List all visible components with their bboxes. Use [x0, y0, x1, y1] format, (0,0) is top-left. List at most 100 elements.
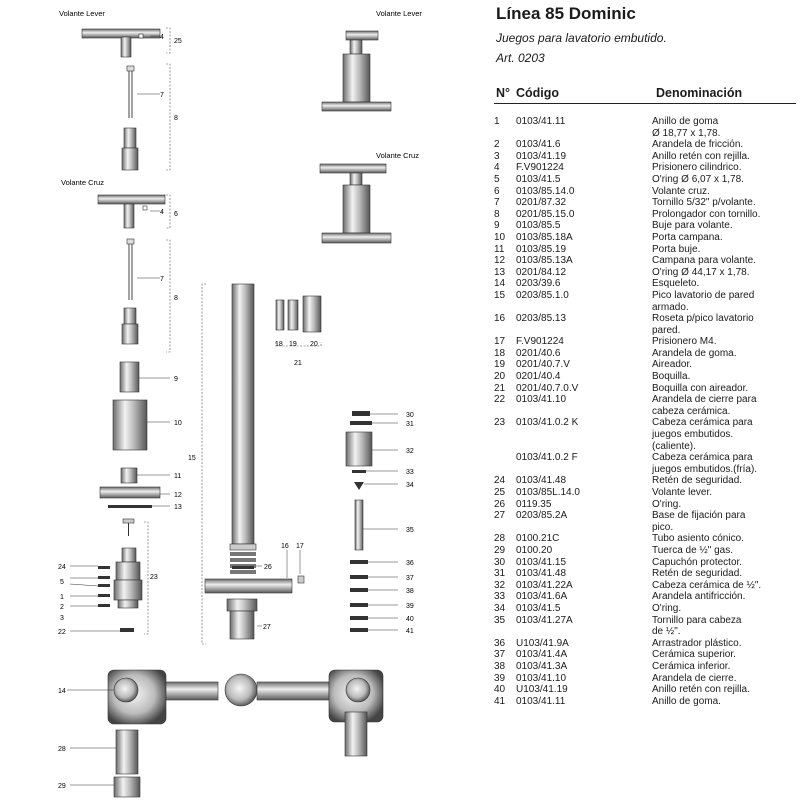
part-description: de ½". — [652, 626, 681, 638]
part-number — [494, 452, 516, 464]
table-row: armado. — [494, 302, 798, 314]
label-volante-cruz-assembled: Volante Cruz — [376, 151, 419, 160]
callout-3: 3 — [60, 615, 64, 622]
part-number: 41 — [494, 695, 506, 707]
callout-32: 32 — [406, 448, 414, 455]
part-number: 12 — [494, 255, 506, 267]
callout-17: 17 — [296, 543, 304, 550]
grub-screw-17 — [297, 575, 305, 584]
callout-33: 33 — [406, 469, 414, 476]
part-code: 0103/41.11 — [516, 116, 566, 127]
part-description: Boquilla. — [652, 371, 691, 383]
callout-8b: 8 — [174, 295, 178, 302]
label-volante-lever-assembled: Volante Lever — [376, 9, 422, 18]
part-number: 30 — [494, 556, 506, 568]
part-description: Anillo de goma. — [652, 695, 721, 707]
callout-28: 28 — [58, 746, 66, 753]
part-code: 0103/85L.14.0 — [516, 487, 580, 498]
part-number: 16 — [494, 313, 506, 325]
nut-29 — [113, 776, 141, 798]
callout-6: 6 — [174, 211, 178, 218]
part-description: Campana para volante. — [652, 255, 756, 267]
part-description: Prisionero cilindrico. — [652, 162, 742, 174]
part-number: 11 — [494, 243, 505, 255]
part-code — [516, 429, 652, 441]
callout-12: 12 — [174, 492, 182, 499]
part-code: 0201/40.4 — [516, 371, 561, 383]
part-description: Arandela de goma. — [652, 347, 737, 359]
ceramic-cartridge-23 — [113, 518, 143, 609]
callout-35: 35 — [406, 527, 414, 534]
brackets — [144, 27, 322, 645]
part-description: Tubo asiento cónico. — [652, 533, 744, 545]
part-description: Volante lever. — [652, 487, 713, 498]
part-description: Retén de seguridad. — [652, 568, 743, 580]
cross-handle — [97, 194, 166, 229]
part-description: Cabeza cerámica para — [652, 417, 753, 429]
part-code — [516, 522, 652, 534]
part-code — [516, 128, 652, 140]
part-code: 0203/85.2A — [516, 510, 568, 522]
callout-2: 2 — [60, 604, 64, 611]
part-description: Buje para volante. — [652, 220, 733, 232]
part-description: Aireador. — [652, 359, 693, 371]
exploded-parts-diagram: Volante Lever Volante Lever Volante Cruz… — [58, 9, 422, 798]
part-number — [494, 441, 516, 453]
part-number — [494, 325, 516, 337]
callout-34: 34 — [406, 482, 414, 489]
part-code: 0103/85.13A — [516, 255, 573, 267]
part-description: Pico lavatorio de pared — [652, 289, 755, 301]
part-number: 10 — [494, 231, 506, 243]
part-number: 20 — [494, 371, 506, 383]
cartridge-right — [345, 411, 373, 632]
callout-13: 13 — [174, 504, 182, 511]
part-number: 36 — [494, 637, 506, 649]
part-number: 23 — [494, 417, 506, 429]
part-description: Boquilla con aireador. — [652, 382, 749, 394]
part-number — [494, 522, 516, 534]
rosette-16 — [204, 578, 293, 594]
callout-30: 30 — [406, 412, 414, 419]
part-code: 0103/41.0.2 K — [516, 417, 579, 429]
part-number: 34 — [494, 602, 506, 614]
part-description: O'ring Ø 6,07 x 1,78. — [652, 173, 744, 185]
part-description: Base de fijación para — [652, 510, 746, 522]
part-description: cabeza cerámica. — [652, 405, 731, 417]
callout-36: 36 — [406, 560, 414, 567]
table-row: juegos embutidos.(fría). — [494, 464, 798, 476]
part-number — [494, 429, 516, 441]
table-row: de ½". — [494, 626, 798, 638]
part-description: Tornillo para cabeza — [652, 614, 742, 626]
table-row: pico. — [494, 522, 798, 534]
part-code: 0103/41.5 — [516, 602, 561, 614]
callout-41: 41 — [406, 628, 414, 635]
part-description: armado. — [652, 301, 689, 313]
part-number: 31 — [494, 568, 506, 580]
aerator-group-21 — [275, 295, 322, 333]
callout-11: 11 — [174, 473, 181, 480]
part-description: O'ring. — [652, 602, 682, 614]
part-code: 0201/87.32 — [516, 197, 567, 209]
part-code: 0103/41.15 — [516, 556, 567, 568]
part-description: Prisionero M4. — [652, 336, 717, 348]
article-number: Art. 0203 — [496, 51, 545, 65]
leader-lines — [67, 35, 398, 786]
callout-14: 14 — [58, 688, 66, 695]
part-code: 0103/85.18A — [516, 231, 573, 243]
part-number: 18 — [494, 347, 506, 359]
part-number: 1 — [494, 116, 500, 127]
callout-7b: 7 — [160, 276, 164, 283]
part-description: O'ring. — [652, 498, 682, 510]
extension-8-top — [121, 127, 139, 171]
